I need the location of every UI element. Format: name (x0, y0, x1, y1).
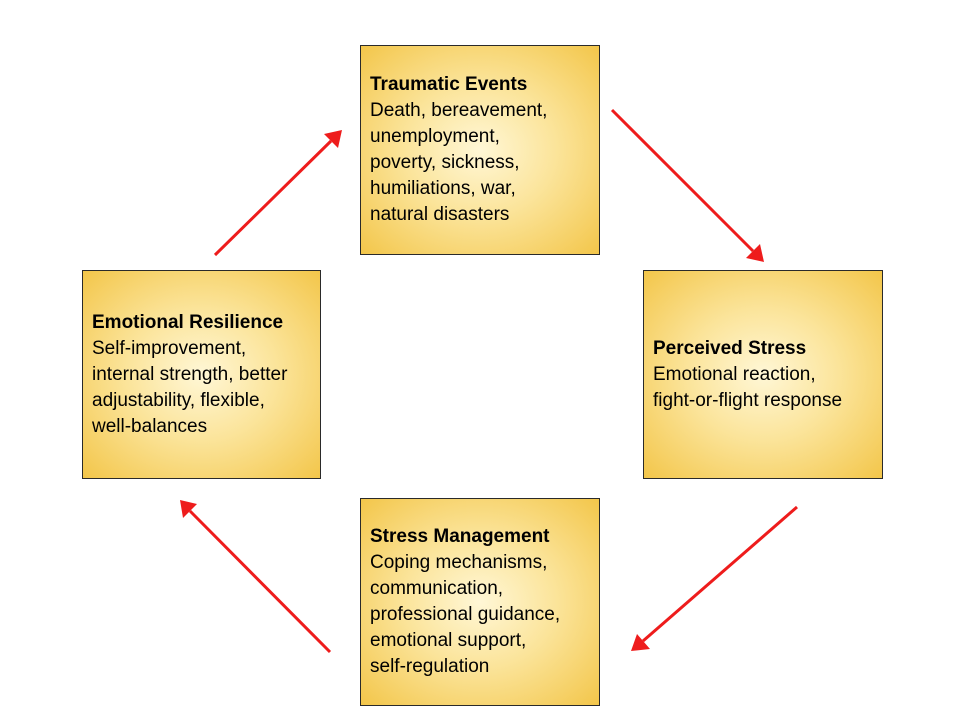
node-line: Self-improvement, (92, 337, 247, 359)
node-emotional-resilience: Emotional Resilience Self-improvement, i… (82, 270, 321, 479)
node-title: Perceived Stress (653, 337, 807, 359)
node-body: Emotional reaction, fight-or-flight resp… (653, 362, 874, 414)
node-line: communication, (370, 578, 504, 599)
node-line: unemployment, (370, 126, 500, 147)
node-line: self-regulation (370, 656, 490, 677)
node-line: emotional support, (370, 630, 527, 651)
node-line: Coping mechanisms, (370, 552, 548, 573)
node-body: Death, bereavement, unemployment, povert… (370, 98, 591, 228)
node-line: fight-or-flight response (653, 389, 843, 411)
node-title: Emotional Resilience (92, 311, 284, 333)
node-perceived-stress: Perceived Stress Emotional reaction, fig… (643, 270, 883, 479)
node-body: Coping mechanisms, communication, profes… (370, 550, 591, 680)
node-body: Self-improvement, internal strength, bet… (92, 336, 312, 440)
node-line: natural disasters (370, 204, 510, 225)
node-title: Stress Management (370, 526, 550, 547)
node-line: Death, bereavement, (370, 100, 548, 121)
node-title: Traumatic Events (370, 74, 528, 95)
arrow-traumatic-to-stress (610, 108, 764, 262)
node-line: adjustability, flexible, (92, 389, 265, 411)
node-line: well-balances (92, 415, 208, 437)
arrow-stress-to-management (631, 505, 798, 651)
arrow-resilience-to-traumatic (213, 130, 342, 257)
arrow-management-to-resilience (180, 500, 332, 654)
node-traumatic-events: Traumatic Events Death, bereavement, une… (360, 45, 600, 255)
node-line: internal strength, better (92, 363, 288, 385)
node-line: humiliations, war, (370, 178, 516, 199)
node-line: Emotional reaction, (653, 363, 816, 385)
node-stress-management: Stress Management Coping mechanisms, com… (360, 498, 600, 706)
node-line: professional guidance, (370, 604, 561, 625)
node-line: poverty, sickness, (370, 152, 520, 173)
